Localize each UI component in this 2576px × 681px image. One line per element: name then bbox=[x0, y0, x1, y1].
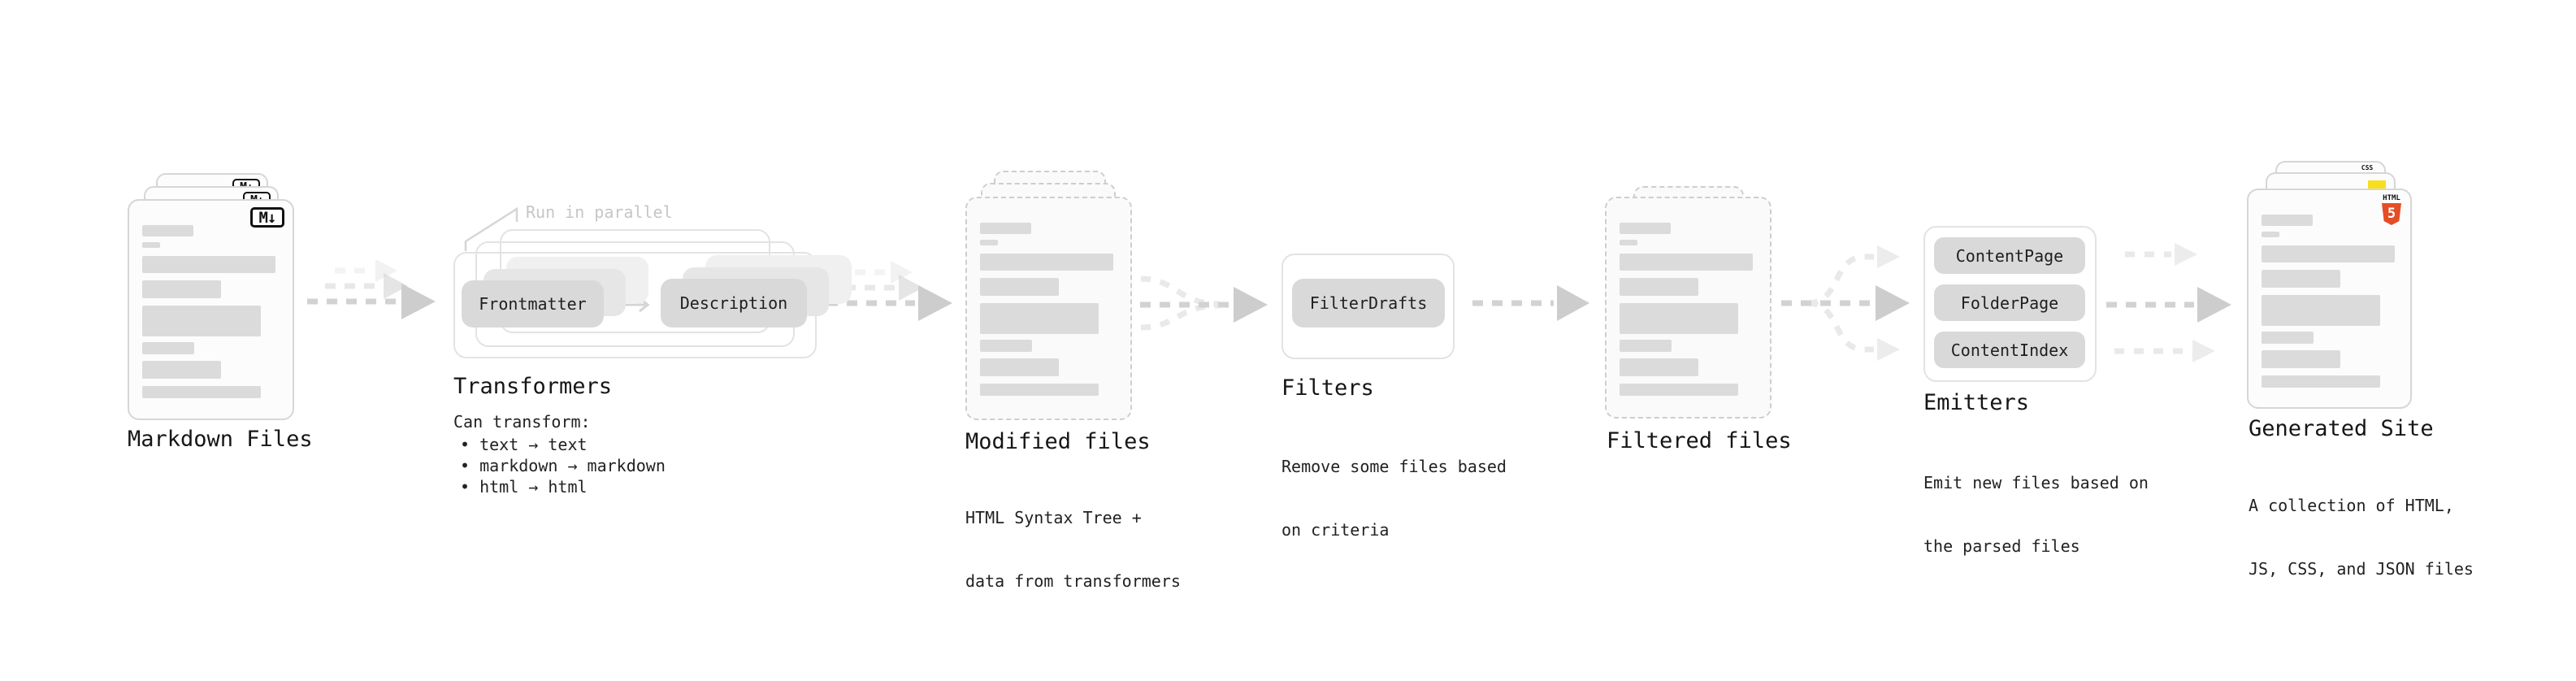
text-line-placeholder bbox=[1620, 278, 1698, 296]
description-line: JS, CSS, and JSON files bbox=[2249, 559, 2474, 579]
description-line: Emit new files based on bbox=[1923, 473, 2149, 492]
text-line-placeholder bbox=[980, 358, 1059, 376]
stage-label-generated-site: Generated Site bbox=[2249, 416, 2434, 441]
text-line-placeholder bbox=[142, 361, 221, 379]
arrow-modified-to-filters bbox=[1140, 275, 1268, 331]
text-line-placeholder bbox=[1620, 340, 1672, 352]
generated-site-card: HTML 5 bbox=[2247, 189, 2412, 409]
text-line-placeholder bbox=[142, 242, 160, 248]
html5-numeral: 5 bbox=[2387, 206, 2396, 222]
description-line: on criteria bbox=[1281, 520, 1390, 540]
text-line-placeholder bbox=[2262, 350, 2340, 368]
stage-label-transformers: Transformers bbox=[453, 374, 613, 399]
node-filterdrafts: FilterDrafts bbox=[1292, 279, 1445, 327]
text-line-placeholder bbox=[2262, 375, 2380, 388]
text-line-placeholder bbox=[142, 280, 221, 298]
text-line-placeholder bbox=[980, 240, 998, 245]
text-line-placeholder bbox=[1620, 240, 1637, 245]
list-item: html → html bbox=[460, 476, 666, 497]
stage-label-markdown-files: Markdown Files bbox=[128, 427, 313, 452]
css-icon-text: CSS bbox=[2361, 164, 2374, 171]
transformers-description-title: Can transform: bbox=[453, 412, 591, 432]
text-line-placeholder bbox=[142, 306, 261, 336]
text-line-placeholder bbox=[2262, 295, 2380, 326]
description-line: data from transformers bbox=[965, 571, 1181, 591]
generated-site-description: A collection of HTML, JS, CSS, and JSON … bbox=[2249, 453, 2474, 622]
markdown-icon: M↓ bbox=[250, 207, 284, 228]
node-contentpage: ContentPage bbox=[1934, 237, 2085, 274]
transformers-capabilities-list: text → text markdown → markdown html → h… bbox=[460, 434, 666, 497]
text-line-placeholder bbox=[980, 340, 1032, 352]
node-frontmatter: Frontmatter bbox=[462, 280, 604, 327]
text-line-placeholder bbox=[1620, 254, 1753, 271]
text-line-placeholder bbox=[142, 225, 193, 236]
stage-label-filters: Filters bbox=[1281, 375, 1374, 401]
text-line-placeholder bbox=[1620, 384, 1738, 396]
arrow-emitters-to-site bbox=[2106, 243, 2231, 362]
stage-label-modified-files: Modified files bbox=[965, 429, 1151, 454]
run-in-parallel-annotation: Run in parallel bbox=[526, 202, 673, 222]
filtered-file-card bbox=[1605, 197, 1772, 419]
text-line-placeholder bbox=[1620, 358, 1698, 376]
arrow-filtered-to-emitters bbox=[1781, 245, 1910, 361]
html5-icon-text: HTML bbox=[2383, 194, 2400, 202]
arrow-filters-to-filtered bbox=[1472, 285, 1589, 321]
markdown-file-card: M↓ bbox=[128, 199, 294, 420]
description-line: the parsed files bbox=[1923, 536, 2080, 556]
markdown-icon-text: M↓ bbox=[258, 208, 277, 227]
description-line: HTML Syntax Tree + bbox=[965, 508, 1142, 527]
list-item: text → text bbox=[460, 434, 666, 455]
stage-label-emitters: Emitters bbox=[1923, 390, 2030, 415]
html5-icon: HTML 5 bbox=[2381, 194, 2402, 225]
emitters-description: Emit new files based on the parsed files bbox=[1923, 430, 2149, 599]
text-line-placeholder bbox=[142, 386, 261, 398]
node-description: Description bbox=[661, 279, 807, 327]
text-line-placeholder bbox=[980, 303, 1099, 334]
description-line: Remove some files based bbox=[1281, 457, 1507, 476]
js-file-icon bbox=[2368, 180, 2386, 189]
modified-files-description: HTML Syntax Tree + data from transformer… bbox=[965, 465, 1181, 634]
text-line-placeholder bbox=[2262, 232, 2279, 237]
text-line-placeholder bbox=[2262, 332, 2314, 344]
text-line-placeholder bbox=[2262, 245, 2395, 262]
filters-description: Remove some files based on criteria bbox=[1281, 414, 1507, 583]
text-line-placeholder bbox=[1620, 223, 1671, 234]
node-contentindex: ContentIndex bbox=[1934, 332, 2085, 368]
text-line-placeholder bbox=[142, 256, 275, 273]
text-line-placeholder bbox=[1620, 303, 1738, 334]
node-folderpage: FolderPage bbox=[1934, 284, 2085, 321]
text-line-placeholder bbox=[2262, 270, 2340, 288]
text-line-placeholder bbox=[980, 254, 1113, 271]
arrow-markdown-to-transformers bbox=[307, 259, 436, 319]
text-line-placeholder bbox=[142, 342, 194, 354]
list-item: markdown → markdown bbox=[460, 455, 666, 476]
text-line-placeholder bbox=[2262, 215, 2313, 226]
text-line-placeholder bbox=[980, 278, 1059, 296]
text-line-placeholder bbox=[980, 384, 1099, 396]
html5-shield: 5 bbox=[2382, 203, 2401, 225]
stage-label-filtered-files: Filtered files bbox=[1607, 428, 1792, 453]
description-line: A collection of HTML, bbox=[2249, 496, 2454, 515]
modified-file-card bbox=[965, 197, 1132, 420]
text-line-placeholder bbox=[980, 223, 1031, 234]
